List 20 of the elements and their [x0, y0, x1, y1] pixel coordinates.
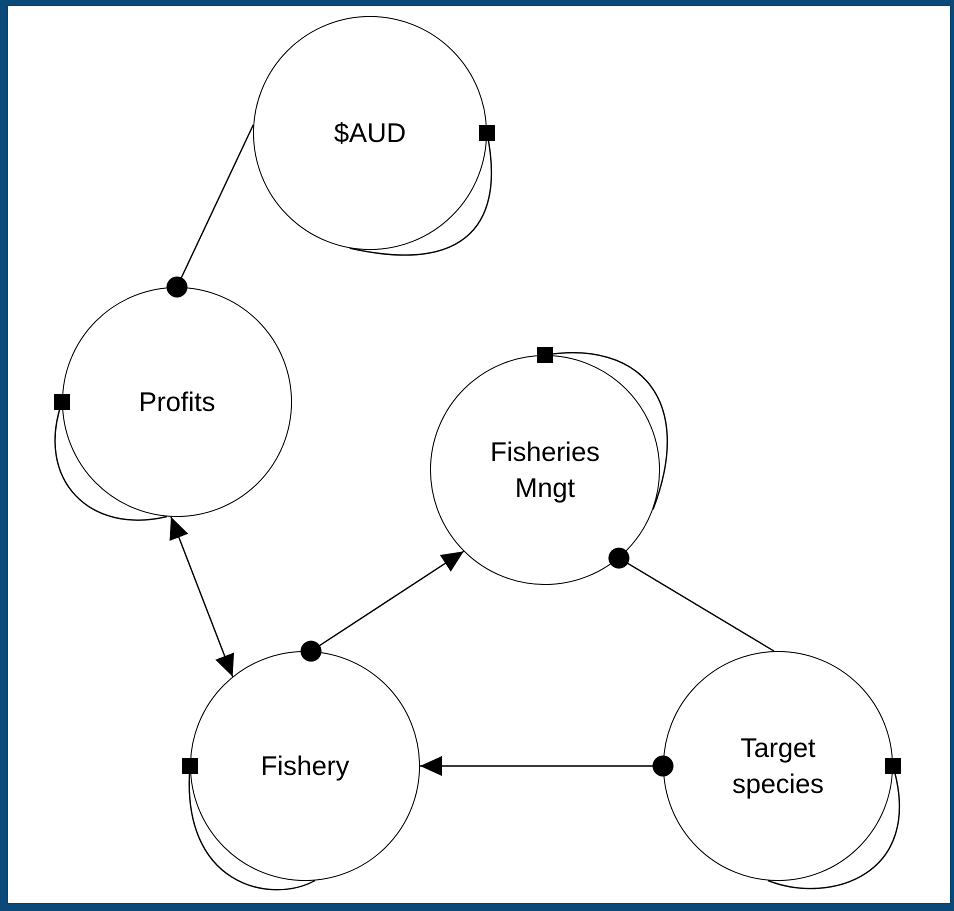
circle-node — [253, 16, 487, 250]
self-loop-connector — [350, 125, 495, 256]
node-label: Fishery — [260, 750, 350, 783]
connector — [420, 756, 674, 776]
connector — [300, 550, 464, 662]
self-loop-connector — [537, 347, 668, 510]
circle-node — [62, 287, 292, 517]
node-label: Profits — [138, 386, 216, 419]
node-label: Target species — [731, 732, 825, 801]
circle-node — [190, 651, 420, 881]
circle-node — [430, 355, 660, 585]
node-label: Fisheries Mngt — [489, 436, 601, 505]
node-label: $AUD — [332, 116, 408, 150]
connector — [608, 548, 774, 652]
connector — [166, 124, 254, 298]
self-loop-connector — [182, 758, 316, 890]
self-loop-connector — [768, 758, 901, 889]
circle-node — [663, 651, 893, 881]
self-loop-connector — [54, 394, 168, 521]
connector — [170, 516, 234, 677]
